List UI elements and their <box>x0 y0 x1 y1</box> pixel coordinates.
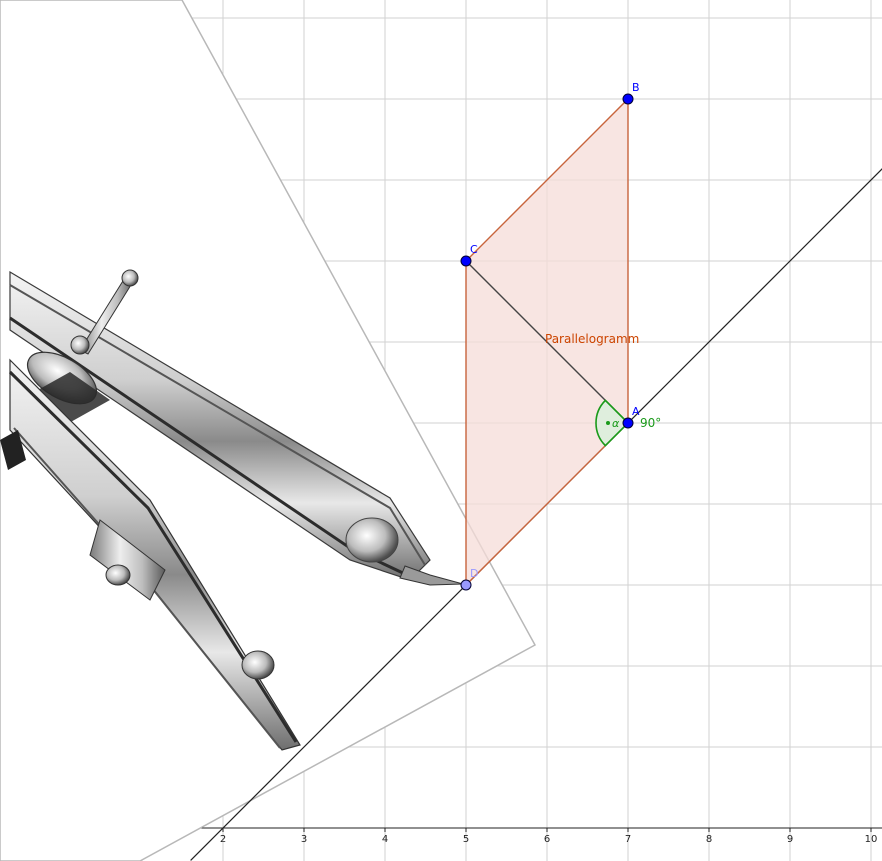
x-tick-label: 4 <box>382 834 388 845</box>
point-b[interactable]: B <box>622 81 640 105</box>
angle-symbol: α <box>612 417 620 430</box>
x-tick-label: 10 <box>865 834 878 845</box>
angle-dot <box>606 421 610 425</box>
point-a[interactable]: A <box>622 405 640 429</box>
compass-image[interactable] <box>0 0 537 861</box>
x-tick-label: 6 <box>544 834 550 845</box>
point-c-label: C <box>470 243 478 256</box>
x-tick-label: 2 <box>220 834 226 845</box>
angle-alpha[interactable]: α 90° <box>595 399 661 447</box>
x-tick-label: 7 <box>625 834 631 845</box>
x-tick-label: 5 <box>463 834 469 845</box>
segment-c-a[interactable] <box>465 260 629 424</box>
point-a-label: A <box>632 405 640 418</box>
point-a-marker <box>622 417 634 429</box>
point-d-marker <box>460 579 472 591</box>
points-layer: A B C D <box>460 81 640 591</box>
parallelogram-label: Parallelogramm <box>545 332 639 346</box>
point-d[interactable]: D <box>460 567 478 591</box>
point-c[interactable]: C <box>460 243 478 267</box>
point-d-label: D <box>470 567 478 580</box>
x-tick-label: 8 <box>706 834 712 845</box>
compass-drawing-tool-icon <box>0 269 464 751</box>
point-c-marker <box>460 255 472 267</box>
point-b-label: B <box>632 81 640 94</box>
x-tick-label: 9 <box>787 834 793 845</box>
angle-alpha-wedge <box>595 399 630 447</box>
point-b-marker <box>622 93 634 105</box>
x-tick-label: 3 <box>301 834 307 845</box>
angle-value-label: 90° <box>640 416 661 430</box>
